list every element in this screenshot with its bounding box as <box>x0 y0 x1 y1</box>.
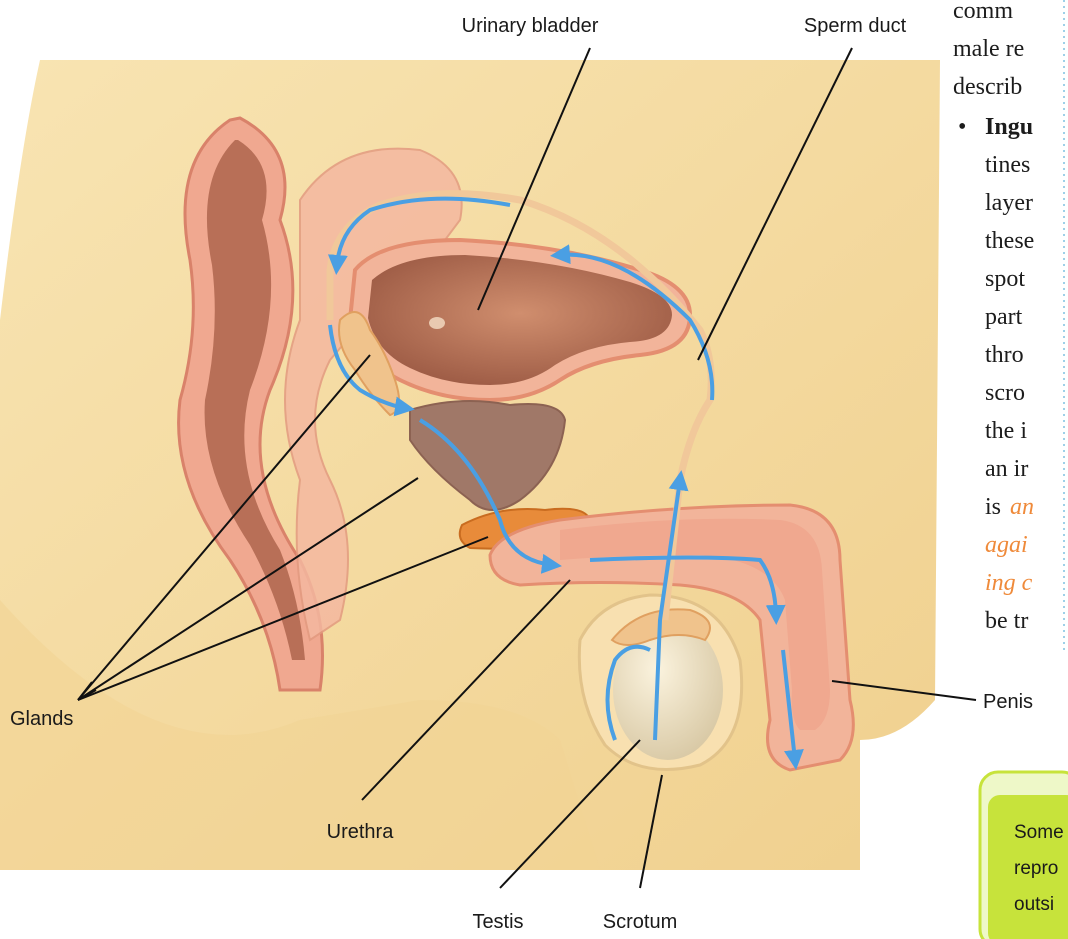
side-text-column: comm male re describ • Ingu tines layer … <box>953 0 1034 634</box>
label-testis: Testis <box>472 911 523 933</box>
bullet-line-5: part <box>985 304 1023 330</box>
bullet-heading: Ingu <box>985 114 1033 140</box>
label-urinary-bladder: Urinary bladder <box>462 15 599 37</box>
bullet-line-3: these <box>985 228 1034 254</box>
bullet-line-1: tines <box>985 152 1030 178</box>
label-urethra: Urethra <box>327 821 395 843</box>
bullet-line-4: spot <box>985 266 1025 292</box>
bullet-last-line: be tr <box>985 608 1028 634</box>
note-line-1: Some <box>1014 822 1064 843</box>
side-text-line-3: describ <box>953 74 1022 100</box>
label-penis: Penis <box>983 691 1033 713</box>
side-text-line-2: male re <box>953 36 1024 62</box>
label-sperm-duct: Sperm duct <box>804 15 907 37</box>
italic-line-1: an <box>1010 494 1034 520</box>
italic-line-2: agai <box>985 532 1028 558</box>
label-scrotum: Scrotum <box>603 911 677 933</box>
label-glands: Glands <box>10 708 73 730</box>
bullet-marker: • <box>958 114 966 140</box>
bullet-line-10: is <box>985 494 1001 520</box>
note-line-3: outsi <box>1014 894 1054 915</box>
note-line-2: repro <box>1014 858 1058 879</box>
bullet-line-2: layer <box>985 190 1033 216</box>
side-text-line-1: comm <box>953 0 1013 24</box>
bullet-line-6: thro <box>985 342 1024 368</box>
italic-line-3: ing c <box>985 570 1033 596</box>
bullet-line-9: an ir <box>985 456 1028 482</box>
note-box: Some repro outsi <box>980 772 1068 939</box>
bullet-line-8: the i <box>985 418 1027 444</box>
ureter-opening <box>429 317 445 329</box>
bullet-line-7: scro <box>985 380 1025 406</box>
